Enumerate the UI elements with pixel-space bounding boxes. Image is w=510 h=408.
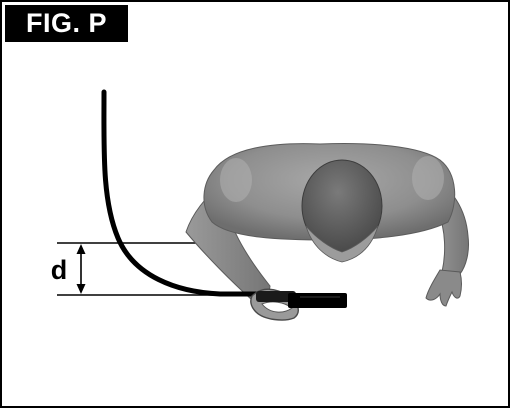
dimension-arrow bbox=[77, 244, 86, 294]
dimension-label: d bbox=[48, 254, 70, 286]
right-hand bbox=[426, 270, 462, 306]
welder-figure bbox=[186, 144, 469, 306]
head bbox=[302, 160, 382, 262]
figure-label: FIG. P bbox=[5, 5, 128, 42]
